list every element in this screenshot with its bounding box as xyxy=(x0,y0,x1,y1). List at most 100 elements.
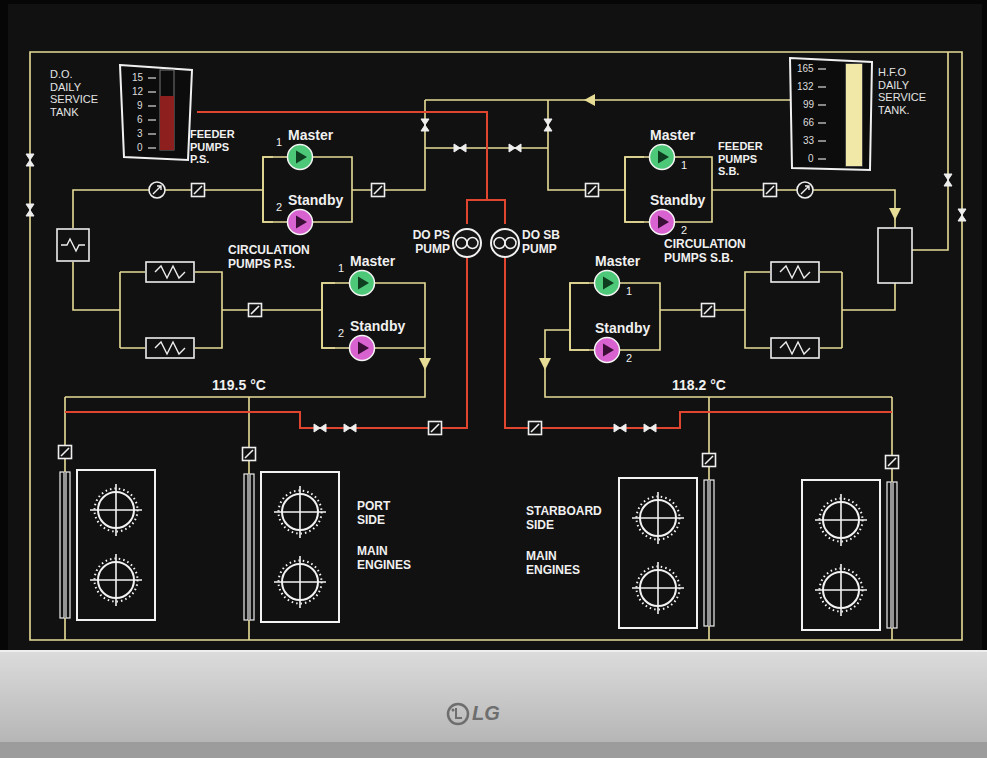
filter-symbol xyxy=(702,304,715,317)
pump-role: Master xyxy=(350,253,395,269)
pump-master: Master 1 xyxy=(335,250,398,301)
monitor-bezel xyxy=(0,650,987,742)
filter-symbol xyxy=(192,184,205,197)
group-label: FEEDER PUMPS P.S. xyxy=(190,128,240,166)
group-label: CIRCULATION PUMPS S.B. xyxy=(664,238,754,266)
monitor-bezel-edge xyxy=(0,742,987,758)
valve-symbol xyxy=(421,119,429,131)
pump-role: Master xyxy=(288,127,333,143)
pump-role: Standby xyxy=(288,192,343,208)
pump-direction xyxy=(358,342,369,355)
pump-role: Standby xyxy=(595,320,650,336)
pump-symbol xyxy=(350,271,375,296)
flow-arrow xyxy=(889,208,901,220)
pump-master: Master1 xyxy=(589,250,643,301)
pipe-connector xyxy=(625,157,644,222)
pump-symbol xyxy=(453,229,481,257)
valve-symbol xyxy=(26,204,34,216)
pump-direction xyxy=(296,151,307,164)
engine-group-label: MAIN ENGINES xyxy=(357,545,427,573)
valve-symbol xyxy=(544,119,552,131)
pump-direction xyxy=(358,277,369,290)
logo-mark xyxy=(456,708,462,718)
diesel-pipe xyxy=(65,258,892,428)
pipe-connector xyxy=(197,112,487,224)
heat-exchanger xyxy=(57,229,89,261)
pump-number: 2 xyxy=(338,327,344,340)
pump-standby: Standby 2 xyxy=(335,315,408,366)
filter-symbol xyxy=(529,422,542,435)
scale-value: 0 xyxy=(137,142,143,154)
do-pump: DO PS PUMP xyxy=(403,224,486,262)
pump-rotor xyxy=(494,238,505,249)
scale-value: 0 xyxy=(808,153,814,165)
valve-symbol xyxy=(614,424,626,432)
pump-symbol xyxy=(650,210,675,235)
node-shape xyxy=(647,207,677,237)
pump-number: 1 xyxy=(681,159,687,172)
node-shape xyxy=(647,142,677,172)
filter-symbol xyxy=(703,454,716,467)
tank-outline xyxy=(790,58,872,170)
valve-symbol xyxy=(344,424,356,432)
pump-master: Master1 xyxy=(644,124,698,175)
pump-symbol xyxy=(491,229,519,257)
valve-symbol xyxy=(944,174,952,186)
pump-role: Standby xyxy=(650,192,705,208)
node-shape xyxy=(451,227,483,259)
pump-standby: Standby2 xyxy=(644,189,708,240)
node-shape xyxy=(285,207,315,237)
filter-symbol xyxy=(764,184,777,197)
filter-symbol xyxy=(886,456,899,469)
pump-direction xyxy=(658,151,669,164)
do-pump: DO SB PUMP xyxy=(486,224,569,262)
pump-number: 1 xyxy=(338,262,344,275)
valve-symbol xyxy=(958,209,966,221)
flowmeter-symbol xyxy=(149,182,165,198)
scale-tick xyxy=(818,104,826,105)
node-shape xyxy=(285,142,315,172)
scale-value: 99 xyxy=(803,99,814,111)
scale-value: 33 xyxy=(803,135,814,147)
scale-value: 9 xyxy=(137,100,143,112)
scale-tick xyxy=(148,133,156,134)
tank-level-track xyxy=(846,64,862,166)
tank-level-bar xyxy=(846,64,862,166)
screen-area xyxy=(8,4,982,650)
pipe-connector xyxy=(322,283,335,348)
pump-standby: Standby2 xyxy=(273,189,346,240)
pump-number: 1 xyxy=(276,136,282,149)
scale-value: 3 xyxy=(137,128,143,140)
filter-symbol xyxy=(586,184,599,197)
group-label: FEEDER PUMPS S.B. xyxy=(718,140,768,178)
scale-tick xyxy=(148,77,156,78)
engine-symbol xyxy=(60,470,155,620)
pump-number: 2 xyxy=(626,352,632,365)
tank-name: H.F.O DAILY SERVICE TANK. xyxy=(878,66,936,117)
scale-tick xyxy=(148,105,156,106)
pump-role: Standby xyxy=(350,318,405,334)
temperature-reading: 119.5 °C xyxy=(212,377,266,393)
scale-tick xyxy=(148,119,156,120)
scale-tick xyxy=(818,140,826,141)
pump-symbol xyxy=(595,271,620,296)
node-shape xyxy=(592,335,622,365)
pump-rotor xyxy=(467,238,478,249)
valve-symbol xyxy=(454,144,466,152)
heater-symbol xyxy=(771,338,819,358)
heater-symbol xyxy=(146,338,194,358)
engine-group-label: PORT SIDE xyxy=(357,500,405,528)
logo-ring xyxy=(448,704,468,724)
valve-symbol xyxy=(509,144,521,152)
scale-value: 6 xyxy=(137,114,143,126)
pipe-connector xyxy=(263,157,273,222)
pump-direction xyxy=(603,277,614,290)
pump-symbol xyxy=(650,145,675,170)
tank-level-track xyxy=(160,70,174,150)
scale-tick xyxy=(148,147,156,148)
engine-symbol xyxy=(244,472,339,622)
pump-master: Master 1 xyxy=(273,124,336,175)
heater-symbol xyxy=(771,262,819,282)
valve-symbol xyxy=(314,424,326,432)
